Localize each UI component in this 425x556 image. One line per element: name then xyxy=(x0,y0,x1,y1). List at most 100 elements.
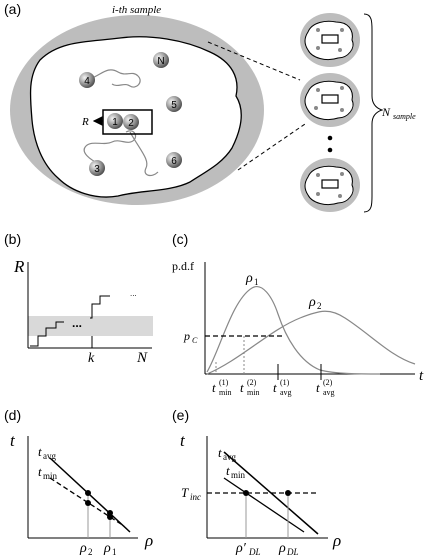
panel-a-label: (a) xyxy=(4,1,21,17)
tmin-sub-e: min xyxy=(231,470,246,480)
sample-copy-1 xyxy=(300,13,360,67)
particle-6: 6 xyxy=(166,152,182,168)
panel-e-y-label: t xyxy=(180,431,186,450)
panel-d-rho1-sub: 1 xyxy=(112,547,117,556)
svg-text:(2): (2) xyxy=(247,378,257,387)
pdf-curve-rho2 xyxy=(206,310,416,375)
projection-line-top xyxy=(207,41,301,81)
highlight-band xyxy=(28,316,153,336)
tmin-sub: min xyxy=(43,471,58,481)
r-label: R xyxy=(81,116,89,128)
n-sample-sub: sample xyxy=(393,112,416,121)
rho1-label: ρ xyxy=(245,271,253,286)
panel-d-label: (d) xyxy=(4,407,21,423)
panel-e-x-label: ρ xyxy=(332,531,341,550)
panel-c-y-label: p.d.f xyxy=(172,259,194,273)
panel-c: (c) p.d.f t p C ρ 1 ρ 2 t (1) min t (2) … xyxy=(172,231,424,397)
panel-c-label: (c) xyxy=(172,231,188,247)
svg-text:avg: avg xyxy=(323,388,335,397)
svg-text:t: t xyxy=(212,380,216,395)
rho-dl-prime-sub: DL xyxy=(248,547,261,556)
particle-2: 2 xyxy=(123,114,139,130)
panel-e-label: (e) xyxy=(172,407,189,423)
tick-label-tmin1: t (1) min xyxy=(212,378,231,397)
tavg-sub: avg xyxy=(43,451,56,461)
trajectory-2 xyxy=(129,131,159,177)
panel-d-rho2-sub: 2 xyxy=(88,547,93,556)
particle-n: N xyxy=(153,52,169,68)
tmin-tinc-point xyxy=(243,490,249,496)
svg-text:min: min xyxy=(247,388,259,397)
svg-text:t: t xyxy=(240,380,244,395)
particle-1: 1 xyxy=(107,113,123,129)
svg-text:(1): (1) xyxy=(219,378,229,387)
trajectory-3 xyxy=(83,130,137,165)
sample-title: i-th sample xyxy=(112,4,161,16)
panel-b-label: (b) xyxy=(4,231,21,247)
svg-text:avg: avg xyxy=(280,388,292,397)
tavg-label: t xyxy=(38,444,42,459)
tick-label-tavg2: t (2) avg xyxy=(316,378,335,397)
svg-text:5: 5 xyxy=(171,100,177,111)
n-sample-brace xyxy=(363,13,384,213)
svg-text:t: t xyxy=(316,380,320,395)
staircase-ellipsis: ... xyxy=(72,316,82,330)
panel-d-rho2: ρ xyxy=(79,541,87,556)
staircase-lower xyxy=(30,321,64,347)
panel-b-x-label: N xyxy=(136,350,148,366)
tavg-rho2-point xyxy=(85,490,91,496)
k-label: k xyxy=(88,351,95,366)
rho-dl-prime-label: ρ′ xyxy=(235,541,247,556)
panel-d: (d) t ρ t avg t min ρ 2 ρ 1 xyxy=(4,407,153,556)
panel-b-y-label: R xyxy=(13,257,25,276)
particle-5: 5 xyxy=(166,96,182,112)
rho-dl-sub: DL xyxy=(286,547,299,556)
svg-text:t: t xyxy=(273,380,277,395)
selection-box xyxy=(102,109,153,135)
tinc-sub: inc xyxy=(190,492,201,502)
tmin-line-e xyxy=(223,477,305,533)
tick-label-tmin2: t (2) min xyxy=(240,378,259,397)
svg-text:6: 6 xyxy=(171,156,177,167)
pdf-curve-rho1 xyxy=(206,286,381,375)
tmin-rho1-point xyxy=(107,514,113,520)
sample-copy-2 xyxy=(300,73,360,127)
panel-b: (b) R ... ... k N xyxy=(4,231,153,366)
rho2-label: ρ xyxy=(308,295,316,310)
panel-a: (a) i-th sample R 4 N 1 2 xyxy=(4,1,416,213)
particle-3: 3 xyxy=(89,160,105,176)
pc-sub: C xyxy=(192,336,198,345)
particle-4: 4 xyxy=(79,72,95,88)
tinc-label: T xyxy=(181,485,189,500)
svg-text:4: 4 xyxy=(84,76,90,87)
svg-text:1: 1 xyxy=(112,117,118,128)
tavg-sub-e: avg xyxy=(223,452,236,462)
panel-c-x-label: t xyxy=(419,368,424,384)
n-sample-label: N xyxy=(381,105,391,119)
rho2-sub: 2 xyxy=(317,301,322,311)
svg-text:N: N xyxy=(157,56,164,67)
sample-copy-3 xyxy=(300,158,360,212)
svg-text:(1): (1) xyxy=(280,378,290,387)
trajectory-4 xyxy=(91,69,141,88)
pc-label: p xyxy=(183,329,190,343)
tick-label-tavg1: t (1) avg xyxy=(273,378,292,397)
svg-text:min: min xyxy=(219,388,231,397)
rho-dl-label: ρ xyxy=(278,541,286,556)
svg-text:2: 2 xyxy=(128,118,134,129)
tmin-label-e: t xyxy=(226,463,230,478)
tavg-label-e: t xyxy=(218,445,222,460)
svg-text:(2): (2) xyxy=(323,378,333,387)
staircase-upper xyxy=(90,295,110,319)
tmin-rho2-point xyxy=(85,500,91,506)
panel-d-rho1: ρ xyxy=(103,541,111,556)
tmin-label: t xyxy=(38,464,42,479)
rho1-sub: 1 xyxy=(254,277,259,287)
panel-d-x-label: ρ xyxy=(144,531,153,550)
tavg-tinc-point xyxy=(285,490,291,496)
staircase-end-ellipsis: ... xyxy=(130,289,137,298)
panel-d-y-label: t xyxy=(10,431,16,450)
svg-text:3: 3 xyxy=(94,164,100,175)
panel-e: (e) t ρ t avg t min T inc ρ′ DL ρ DL xyxy=(172,407,341,556)
